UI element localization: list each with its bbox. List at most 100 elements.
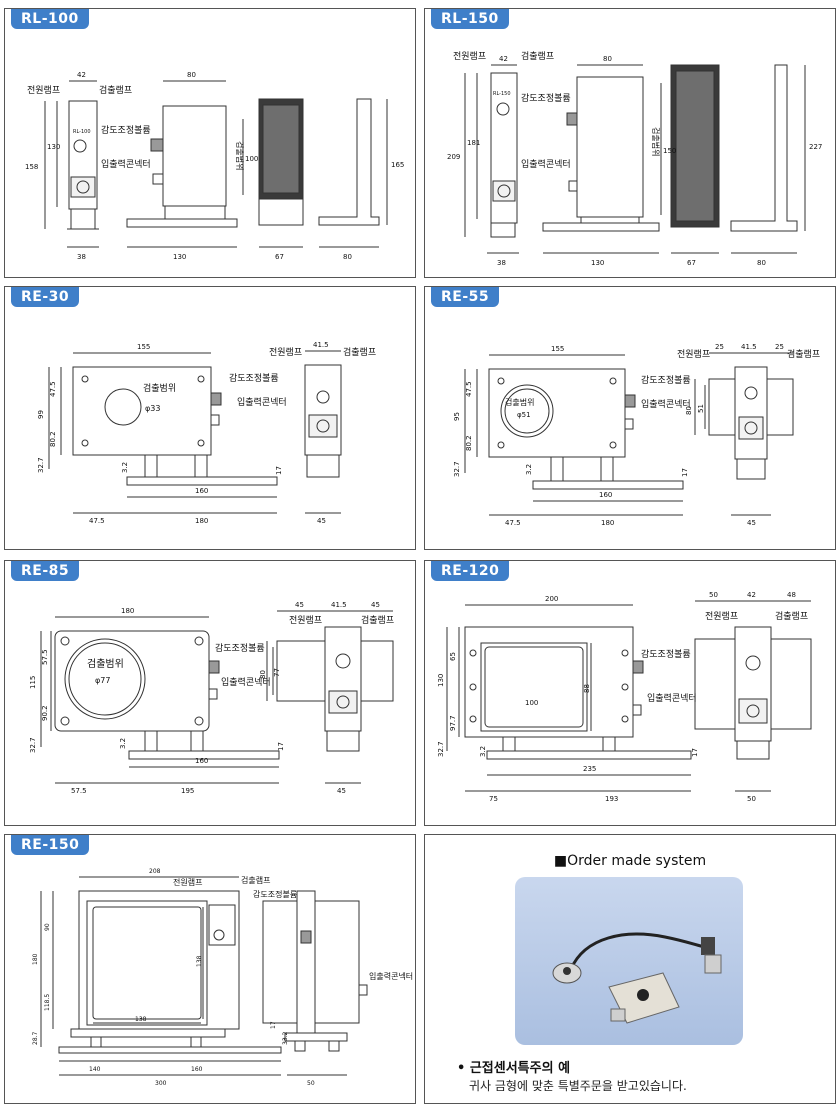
dim-text: 80 bbox=[343, 253, 352, 261]
sens-knob-label: 감도조정볼륨 bbox=[253, 889, 297, 899]
sens-knob-label: 감도조정볼륨 bbox=[101, 124, 151, 136]
dim-text: 32.7 bbox=[29, 737, 37, 753]
io-connector-label: 입출력콘넥터 bbox=[221, 676, 271, 688]
dim-text: 50 bbox=[747, 795, 756, 803]
re-85-drawing: 180 45 41.5 45 57.5 115 90.2 32.7 3.2 17… bbox=[29, 601, 394, 795]
diameter-label: φ51 bbox=[517, 411, 531, 419]
dim-text: 41.5 bbox=[313, 341, 329, 349]
dim-text: 160 bbox=[195, 487, 208, 495]
panel-re-55: RE-55 155 25 41.5 25 47.5 95 80.2 32.7 3… bbox=[424, 286, 836, 550]
dim-text: 50 bbox=[307, 1080, 315, 1087]
model-label: RL-150 bbox=[493, 91, 511, 97]
sens-knob-label: 감도조정볼륨 bbox=[641, 648, 691, 660]
detect-range-label: 검출범위 bbox=[87, 657, 124, 670]
detect-lamp-label: 검출램프 bbox=[775, 610, 808, 622]
dim-text: 3.2 bbox=[121, 462, 129, 473]
dim-text: 95 bbox=[453, 412, 461, 421]
dim-text: 42 bbox=[499, 55, 508, 63]
dim-text: 47.5 bbox=[505, 519, 521, 527]
rl-100-drawing: 42 80 158 130 100 165 38 130 67 80 RL-10… bbox=[25, 71, 404, 261]
dim-text: 65 bbox=[449, 652, 457, 661]
dim-text: 45 bbox=[337, 787, 346, 795]
detect-range-label: 검출범위 bbox=[143, 382, 176, 394]
dim-text: 227 bbox=[809, 143, 822, 151]
dim-text: 160 bbox=[195, 757, 208, 765]
power-lamp-label: 전원램프 bbox=[289, 614, 322, 626]
model-label: RL-100 bbox=[73, 129, 91, 135]
dim-text: 115 bbox=[29, 676, 37, 689]
io-connector-label: 입출력콘넥터 bbox=[521, 158, 571, 170]
dim-text: 67 bbox=[687, 259, 696, 267]
dim-text: 138 bbox=[196, 955, 203, 967]
dim-text: 45 bbox=[371, 601, 380, 609]
dim-text: 100 bbox=[245, 155, 258, 163]
diameter-label: φ33 bbox=[145, 404, 160, 413]
dim-text: 180 bbox=[121, 607, 134, 615]
order-made-title: ■Order made system bbox=[553, 853, 707, 869]
detect-lamp-label: 검출램프 bbox=[99, 84, 132, 96]
dim-text: 200 bbox=[545, 595, 558, 603]
dim-text: 17 bbox=[681, 468, 689, 477]
dim-text: 75 bbox=[489, 795, 498, 803]
dim-text: 150 bbox=[663, 147, 676, 155]
power-lamp-label: 전원램프 bbox=[269, 346, 302, 358]
diameter-label: φ77 bbox=[95, 676, 110, 685]
io-connector-label: 입출력콘넥터 bbox=[237, 396, 287, 408]
sensor-photo bbox=[515, 877, 743, 1045]
panel-re-120: RE-120 200 50 42 48 65 130 97.7 32.7 8 bbox=[424, 560, 836, 826]
dim-text: 155 bbox=[137, 343, 150, 351]
dim-text: 80.2 bbox=[465, 435, 473, 451]
io-connector-label: 입출력콘넥터 bbox=[369, 971, 413, 981]
dim-text: 80 bbox=[187, 71, 196, 79]
dim-text: 195 bbox=[181, 787, 194, 795]
power-lamp-label: 전원램프 bbox=[27, 84, 60, 96]
dim-text: 193 bbox=[605, 795, 618, 803]
dim-text: 51 bbox=[697, 404, 705, 413]
dim-text: 80 bbox=[685, 406, 693, 415]
dim-text: 17 bbox=[691, 748, 699, 757]
dim-text: 130 bbox=[591, 259, 604, 267]
detect-range-label: 검출범위 bbox=[505, 397, 534, 407]
dim-text: 80 bbox=[757, 259, 766, 267]
dim-text: 130 bbox=[47, 143, 60, 151]
re-55-drawing: 155 25 41.5 25 47.5 95 80.2 32.7 3.2 17 … bbox=[453, 343, 820, 527]
dim-text: 209 bbox=[447, 153, 460, 161]
io-connector-label: 입출력콘넥터 bbox=[641, 398, 691, 410]
dim-text: 47.5 bbox=[49, 381, 57, 397]
panel-re-85: RE-85 180 45 41.5 45 57.5 115 90.2 32.7 … bbox=[4, 560, 416, 826]
dim-text: 47.5 bbox=[89, 517, 105, 525]
dim-text: 80 bbox=[603, 55, 612, 63]
model-tag: RL-100 bbox=[11, 9, 89, 29]
panel-order-made: ■Order made system • 근접센서특주의 예 귀사 금형에 맞춘… bbox=[424, 834, 836, 1104]
dim-text: 155 bbox=[551, 345, 564, 353]
detect-range-label: 검출범위 bbox=[235, 141, 245, 170]
power-lamp-label: 전원램프 bbox=[677, 348, 710, 360]
dim-text: 28.7 bbox=[32, 1031, 39, 1045]
panel-re-150: RE-150 208 90 180 118.5 28.7 138 138 33.… bbox=[4, 834, 416, 1104]
detect-lamp-label: 검출램프 bbox=[343, 346, 376, 358]
dim-text: 97.7 bbox=[449, 715, 457, 731]
dim-text: 99 bbox=[37, 410, 45, 419]
dim-text: 235 bbox=[583, 765, 596, 773]
dim-text: 25 bbox=[715, 343, 724, 351]
model-tag: RE-85 bbox=[11, 561, 80, 581]
detect-lamp-label: 검출램프 bbox=[361, 614, 394, 626]
sens-knob-label: 감도조정볼륨 bbox=[521, 92, 571, 104]
dim-text: 208 bbox=[149, 868, 161, 875]
dim-text: 45 bbox=[295, 601, 304, 609]
dim-text: 17 bbox=[277, 742, 285, 751]
dim-text: 3.2 bbox=[525, 464, 533, 475]
sens-knob-label: 감도조정볼륨 bbox=[215, 642, 265, 654]
detect-lamp-label: 검출램프 bbox=[787, 348, 820, 360]
sensor-illustration bbox=[552, 932, 722, 1024]
dim-text: 138 bbox=[135, 1016, 147, 1023]
re-30-drawing: 155 41.5 47.5 99 80.2 32.7 3.2 17 160 47… bbox=[37, 341, 376, 525]
dim-text: 181 bbox=[467, 139, 480, 147]
dim-text: 3.2 bbox=[119, 738, 127, 749]
model-tag: RE-120 bbox=[431, 561, 510, 581]
dim-text: 17 bbox=[270, 1021, 277, 1029]
order-made-bullet: • 근접센서특주의 예 bbox=[457, 1061, 571, 1076]
model-tag: RE-30 bbox=[11, 287, 80, 307]
dim-text: 77 bbox=[273, 668, 281, 677]
dim-text: 57.5 bbox=[71, 787, 87, 795]
